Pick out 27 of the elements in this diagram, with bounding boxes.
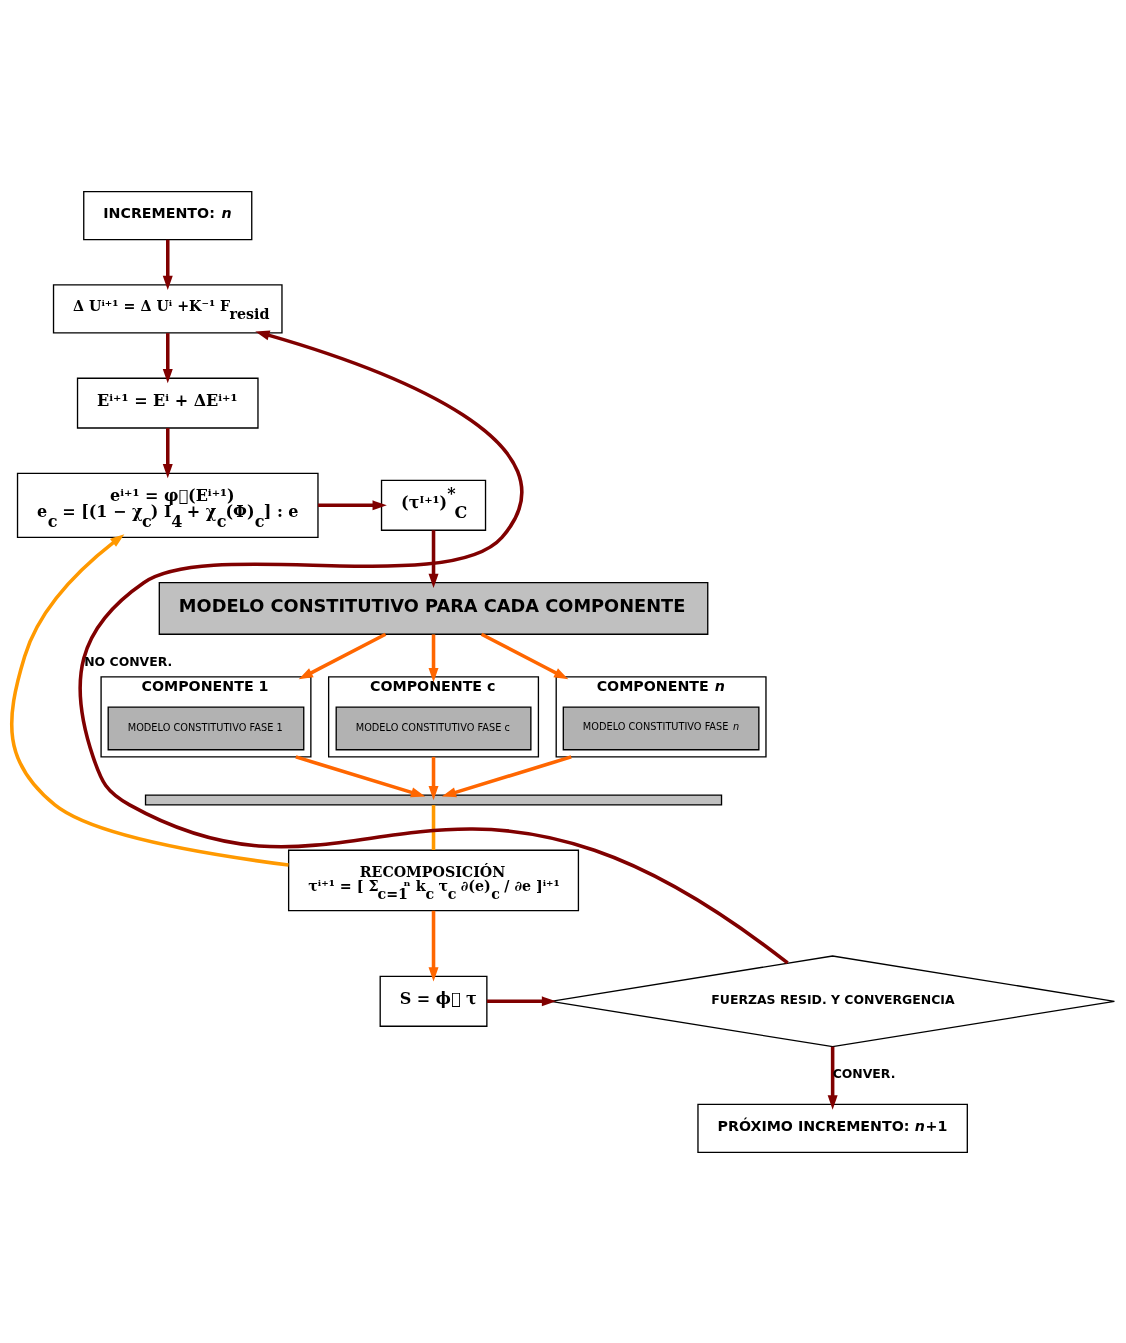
node-box: MODELO CONSTITUTIVO FASE 1	[107, 705, 305, 750]
arrow	[428, 756, 439, 800]
node-box: INCREMENTO: n	[83, 190, 253, 240]
node-box: MODELO CONSTITUTIVO FASE c	[335, 705, 532, 750]
arrow	[441, 754, 572, 797]
arrow	[428, 529, 439, 588]
arrow	[162, 332, 173, 383]
arrow	[428, 910, 439, 982]
arrow	[298, 632, 387, 679]
arrow	[480, 632, 569, 679]
node-box: MODELO CONSTITUTIVO PARA CADA COMPONENTE	[158, 581, 709, 635]
connector	[431, 804, 436, 850]
node-box: PRÓXIMO INCREMENTO: n+1	[697, 1103, 968, 1153]
arrow	[78, 330, 789, 964]
arrow	[295, 754, 426, 797]
node-box: Eⁱ⁺¹ = Eⁱ + ΔEⁱ⁺¹	[76, 377, 259, 429]
arrow	[827, 1046, 838, 1110]
arrow	[162, 427, 173, 478]
arrow	[10, 533, 289, 867]
arrow	[428, 633, 439, 682]
node-box: S = ϕ⃖ τ	[379, 975, 488, 1027]
arrow	[318, 499, 387, 510]
node-bar	[144, 793, 723, 806]
arrow	[162, 239, 173, 290]
edge-label: NO CONVER.	[84, 653, 173, 669]
arrow	[486, 995, 557, 1006]
node-box: MODELO CONSTITUTIVO FASE n	[562, 705, 760, 750]
